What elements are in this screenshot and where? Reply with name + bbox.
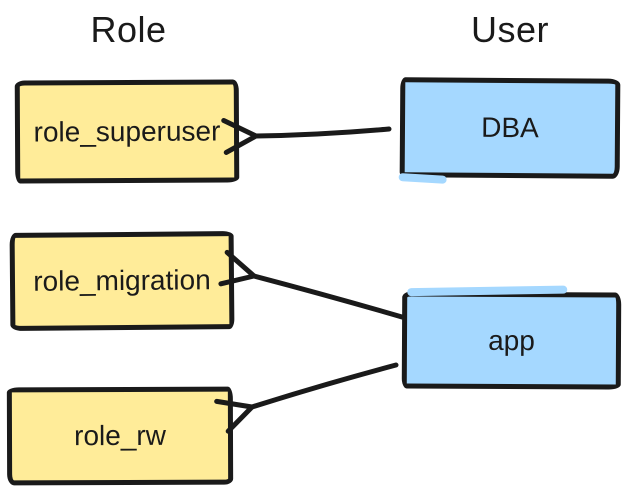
user-node-app: app — [401, 291, 622, 390]
role-node-rw: role_rw — [6, 386, 234, 486]
column-header-role: Role — [90, 9, 167, 50]
role-node-rw-label: role_rw — [74, 419, 166, 452]
role-node-migration-label: role_migration — [33, 264, 211, 297]
arrow-app-to-role-migration — [218, 249, 405, 320]
arrow-dba-to-role-superuser — [221, 118, 392, 155]
column-header-user: User — [470, 9, 549, 50]
role-node-migration: role_migration — [9, 231, 235, 331]
role-node-superuser-label: role_superuser — [33, 115, 221, 147]
arrow-app-to-role-rw — [214, 362, 399, 434]
user-node-dba: DBA — [399, 77, 621, 179]
user-node-dba-label: DBA — [481, 111, 539, 144]
user-node-app-label: app — [488, 324, 535, 356]
role-node-superuser: role_superuser — [14, 79, 240, 184]
